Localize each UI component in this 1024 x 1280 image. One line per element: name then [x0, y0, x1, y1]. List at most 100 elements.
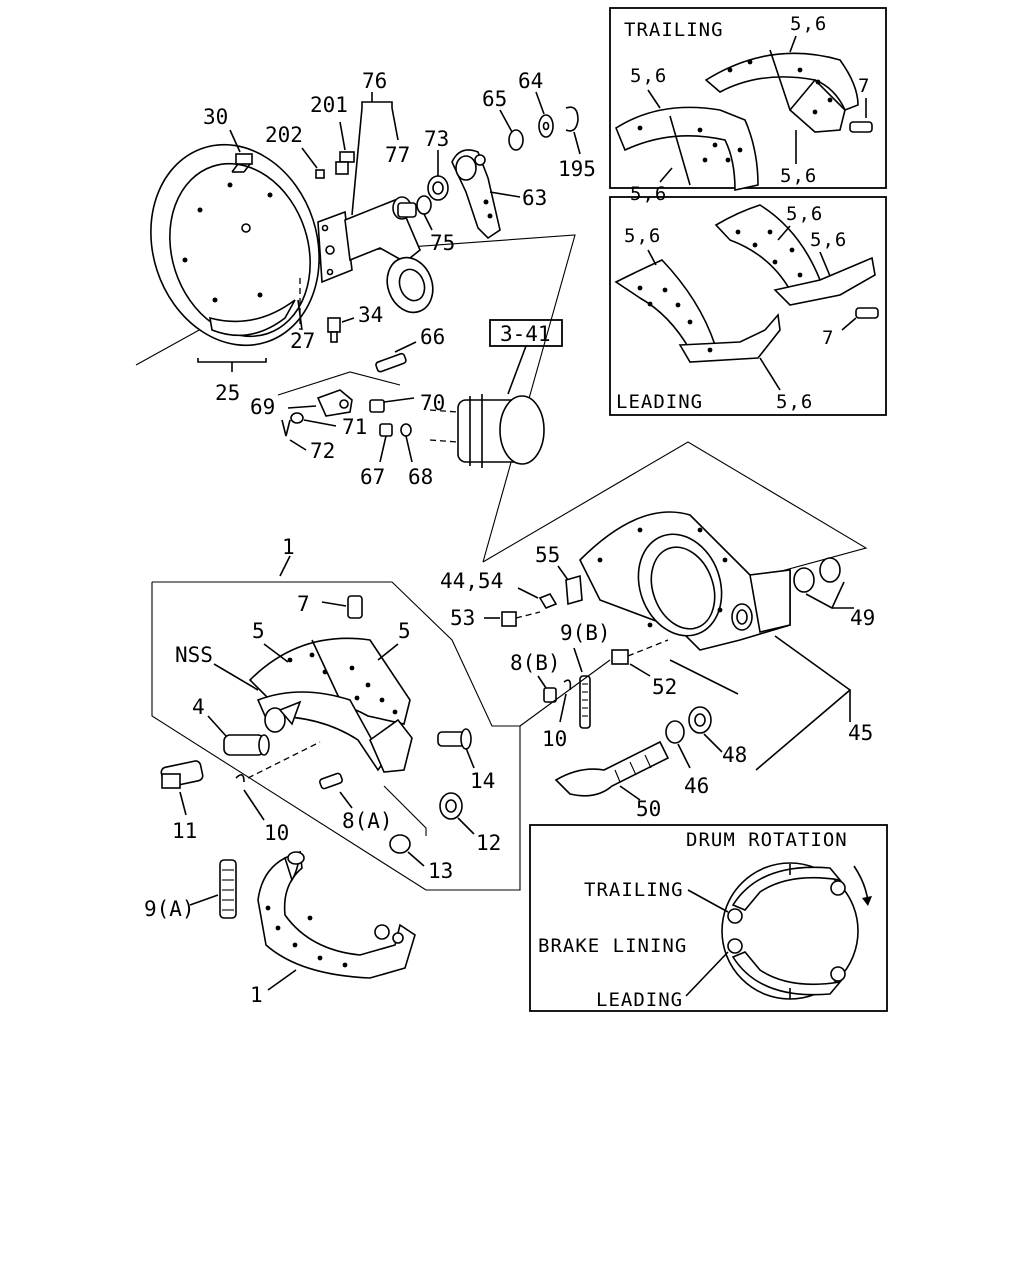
label-49: 49	[850, 606, 875, 630]
leading-inset: 7 5,6 5,6 5,6 5,6 LEADING	[609, 196, 887, 416]
label-55: 55	[535, 543, 560, 567]
backing-plate	[150, 143, 320, 347]
label-5a: 5	[252, 619, 265, 643]
leading-label-56d: 5,6	[776, 391, 813, 413]
brake-shoe-1-lower	[257, 850, 416, 979]
label-5b: 5	[398, 619, 411, 643]
camshaft-bracket	[317, 196, 434, 314]
ring-13	[389, 834, 411, 854]
bolt-201	[335, 151, 355, 175]
clip-10b	[563, 679, 572, 691]
label-12: 12	[476, 831, 501, 855]
pin-8b	[543, 687, 557, 703]
trailing-label-56b: 5,6	[790, 13, 827, 35]
label-10a: 10	[264, 821, 289, 845]
leading-label-7: 7	[822, 327, 834, 349]
label-71: 71	[342, 415, 367, 439]
label-34: 34	[358, 303, 383, 327]
washer-202	[315, 169, 325, 179]
clevis-pin-66	[375, 352, 407, 373]
trailing-label-7: 7	[858, 75, 870, 97]
trailing-inset: TRAILING 7 5,6 5,6 5,6 5,6	[609, 7, 887, 205]
washer-65	[508, 129, 524, 151]
label-70: 70	[420, 391, 445, 415]
pin-11	[160, 760, 204, 789]
label-65: 65	[482, 87, 507, 111]
label-76: 76	[362, 69, 387, 93]
slack-adjuster-63	[451, 149, 501, 240]
trailing-inset-title: TRAILING	[624, 19, 724, 41]
spring-9a	[219, 859, 237, 919]
clevis-69	[316, 389, 353, 417]
label-10b: 10	[542, 727, 567, 751]
bushing-77	[397, 202, 417, 218]
hub-housing-45	[579, 511, 791, 651]
nut-70	[369, 399, 385, 413]
washer-71	[290, 412, 304, 424]
label-63: 63	[522, 186, 547, 210]
label-30: 30	[203, 105, 228, 129]
label-53: 53	[450, 606, 475, 630]
pin-8a	[318, 772, 344, 790]
roller-4	[223, 734, 270, 756]
bolt-7	[347, 595, 363, 619]
label-45: 45	[848, 721, 873, 745]
anchor-pin-14	[437, 728, 472, 750]
label-25: 25	[215, 381, 240, 405]
label-13: 13	[428, 859, 453, 883]
label-1-bottom: 1	[250, 983, 263, 1007]
brake-shoe-group: 1 7 5 5 NSS 4	[144, 535, 521, 1007]
trailing-label-56a: 5,6	[630, 65, 667, 87]
spring-9b	[579, 675, 591, 729]
brake-lining-callout: BRAKE LINING	[538, 935, 687, 957]
label-202: 202	[265, 123, 303, 147]
leading-label-56c: 5,6	[810, 229, 847, 251]
grease-fitting-34	[327, 317, 341, 343]
label-7: 7	[297, 592, 310, 616]
label-4: 4	[192, 695, 205, 719]
leading-inset-title: LEADING	[616, 391, 703, 413]
label-9a: 9(A)	[144, 897, 195, 921]
label-27: 27	[290, 329, 315, 353]
brake-chamber-group: 3-41 69 66 70 71	[250, 319, 563, 489]
bolt-53	[501, 611, 541, 627]
leading-label-56b: 5,6	[786, 203, 823, 225]
drum-rotation-title: DRUM ROTATION	[686, 829, 848, 851]
label-1-top: 1	[282, 535, 295, 559]
washer-46	[665, 720, 685, 744]
grease-fitting-73	[427, 175, 449, 201]
bushing-49b	[819, 557, 841, 583]
label-8a: 8(A)	[342, 809, 393, 833]
clip-10a	[235, 774, 245, 783]
camshaft-50	[554, 740, 670, 797]
trailing-label-56c: 5,6	[630, 183, 667, 205]
label-48: 48	[722, 743, 747, 767]
ref-3-41-label: 3-41	[500, 322, 551, 346]
label-66: 66	[420, 325, 445, 349]
shim-55	[565, 574, 583, 606]
drum-rotation-inset: DRUM ROTATION TRAILING BRAKE LINING LEAD…	[529, 824, 888, 1012]
bushing-49a	[793, 567, 815, 593]
label-50: 50	[636, 797, 661, 821]
washer-68	[400, 423, 412, 437]
label-67: 67	[360, 465, 385, 489]
label-68: 68	[408, 465, 433, 489]
label-52: 52	[652, 675, 677, 699]
label-46: 46	[684, 774, 709, 798]
cotter-pin-72	[281, 419, 291, 437]
washer-44-54	[538, 593, 558, 609]
label-75: 75	[430, 231, 455, 255]
label-77: 77	[385, 143, 410, 167]
brake-chamber	[429, 394, 545, 468]
nut-67	[379, 423, 393, 437]
label-11: 11	[172, 819, 197, 843]
hub-camshaft-group: 49 45 55 44,54 53 9(B) 8(B)	[440, 441, 875, 821]
label-64: 64	[518, 69, 543, 93]
snap-ring-195	[565, 106, 579, 132]
label-201: 201	[310, 93, 348, 117]
label-nss: NSS	[175, 643, 213, 667]
label-9b: 9(B)	[560, 621, 611, 645]
brake-shoe-1	[248, 637, 413, 773]
leading-callout: LEADING	[596, 989, 683, 1011]
